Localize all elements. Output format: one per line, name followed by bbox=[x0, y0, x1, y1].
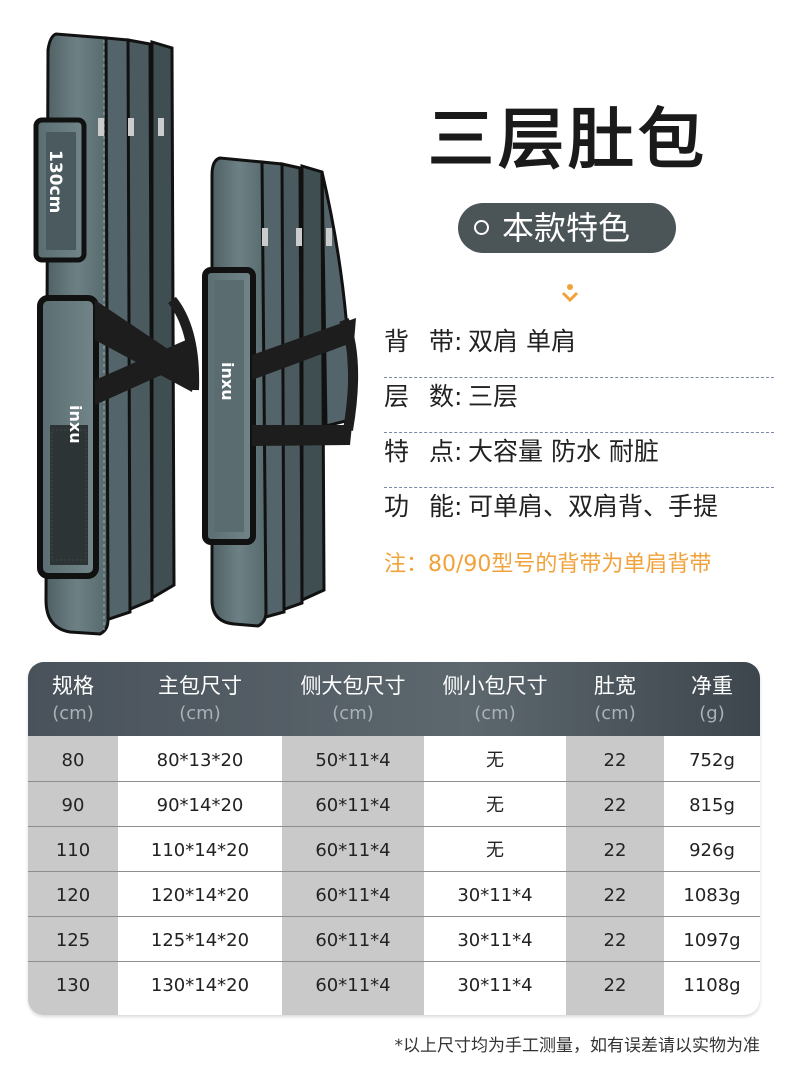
feature-key: 功能 bbox=[384, 492, 454, 521]
size-tag-130cm: 130cm bbox=[45, 150, 65, 213]
table-cell: 60*11*4 bbox=[315, 795, 391, 816]
strap-note: 注：80/90型号的背带为单肩背带 bbox=[384, 552, 712, 577]
table-header-cell: 侧大包尺寸 (cm) bbox=[282, 672, 424, 728]
table-cell: 120*14*20 bbox=[150, 885, 250, 906]
table-cell: 120 bbox=[55, 885, 91, 906]
feature-key: 特点 bbox=[384, 437, 454, 466]
table-cell: 60*11*4 bbox=[315, 975, 391, 996]
table-cell: 60*11*4 bbox=[315, 840, 391, 861]
feature-key: 层数 bbox=[384, 382, 454, 411]
table-cell: 22 bbox=[603, 795, 627, 816]
header-label: 肚宽 bbox=[594, 674, 636, 698]
table-cell: 30*11*4 bbox=[457, 930, 533, 951]
footnote: *以上尺寸均为手工测量，如有误差请以实物为准 bbox=[394, 1036, 761, 1056]
table-cell: 无 bbox=[486, 795, 504, 816]
row-divider bbox=[28, 826, 760, 827]
table-header bbox=[28, 662, 760, 736]
table-cell: 125*14*20 bbox=[150, 930, 250, 951]
table-cell: 752g bbox=[689, 750, 735, 771]
row-divider bbox=[28, 961, 760, 962]
table-cell: 无 bbox=[486, 840, 504, 861]
table-cell: 22 bbox=[603, 840, 627, 861]
row-divider bbox=[28, 871, 760, 872]
table-cell: 30*11*4 bbox=[457, 885, 533, 906]
table-cell: 90 bbox=[61, 795, 85, 816]
header-label: 侧小包尺寸 bbox=[442, 674, 548, 698]
header-unit: (cm) bbox=[332, 703, 374, 724]
row-divider bbox=[28, 781, 760, 782]
table-cell: 22 bbox=[603, 975, 627, 996]
header-unit: (cm) bbox=[474, 703, 516, 724]
table-cell: 50*11*4 bbox=[315, 750, 391, 771]
table-cell: 60*11*4 bbox=[315, 885, 391, 906]
table-cell: 30*11*4 bbox=[457, 975, 533, 996]
spec-table: 规格 (cm) 主包尺寸 (cm) 侧大包尺寸 (cm) 侧小包尺寸 (cm) 肚宽 (cm) 净重… bbox=[28, 662, 760, 1015]
header-unit: (g) bbox=[699, 703, 725, 724]
bag-short: inxu bbox=[202, 156, 359, 628]
table-cell: 80 bbox=[61, 750, 85, 771]
table-cell: 926g bbox=[689, 840, 735, 861]
circle-icon bbox=[474, 220, 489, 235]
feature-value: 可单肩、双肩背、手提 bbox=[468, 492, 719, 521]
feature-key: 背带 bbox=[384, 327, 454, 356]
table-cell: 80*13*20 bbox=[156, 750, 244, 771]
header-unit: (cm) bbox=[179, 703, 221, 724]
header-label: 侧大包尺寸 bbox=[300, 674, 406, 698]
table-header-cell: 净重 (g) bbox=[664, 672, 760, 728]
feature-colon: : bbox=[454, 492, 463, 521]
table-cell: 130 bbox=[55, 975, 91, 996]
header-unit: (cm) bbox=[52, 703, 94, 724]
header-label: 净重 bbox=[691, 674, 733, 698]
table-cell: 60*11*4 bbox=[315, 930, 391, 951]
table-cell: 90*14*20 bbox=[156, 795, 244, 816]
header-label: 主包尺寸 bbox=[158, 674, 242, 698]
table-cell: 1108g bbox=[683, 975, 741, 996]
page-title: 三层肚包 bbox=[428, 101, 708, 178]
table-cell: 1083g bbox=[683, 885, 741, 906]
table-header-cell: 规格 (cm) bbox=[28, 672, 118, 728]
table-header-cell: 侧小包尺寸 (cm) bbox=[424, 672, 566, 728]
feature-value: 三层 bbox=[468, 382, 519, 411]
table-header-cell: 主包尺寸 (cm) bbox=[118, 672, 282, 728]
features-badge-label: 本款特色 bbox=[502, 209, 631, 247]
chevron-down-icon bbox=[561, 284, 579, 303]
feature-colon: : bbox=[454, 437, 463, 466]
feature-row-strap: 背带:双肩 单肩 bbox=[384, 322, 774, 378]
feature-value: 双肩 单肩 bbox=[468, 327, 576, 356]
feature-row-function: 功能:可单肩、双肩背、手提 bbox=[384, 487, 774, 542]
feature-colon: : bbox=[454, 382, 463, 411]
feature-colon: : bbox=[454, 327, 463, 356]
feature-row-layers: 层数:三层 bbox=[384, 377, 774, 433]
row-divider bbox=[28, 916, 760, 917]
features-badge: 本款特色 bbox=[458, 203, 676, 253]
feature-value: 大容量 防水 耐脏 bbox=[468, 437, 659, 466]
table-cell: 130*14*20 bbox=[150, 975, 250, 996]
table-cell: 125 bbox=[55, 930, 91, 951]
table-cell: 22 bbox=[603, 930, 627, 951]
table-header-cell: 肚宽 (cm) bbox=[566, 672, 664, 728]
header-label: 规格 bbox=[52, 674, 94, 698]
table-cell: 无 bbox=[486, 750, 504, 771]
header-unit: (cm) bbox=[594, 703, 636, 724]
table-cell: 110*14*20 bbox=[150, 840, 250, 861]
bag-130cm: 130cm inxu bbox=[33, 32, 200, 636]
feature-row-highlights: 特点:大容量 防水 耐脏 bbox=[384, 432, 774, 488]
product-image: 130cm inxu inxu bbox=[33, 32, 359, 636]
table-cell: 1097g bbox=[683, 930, 741, 951]
table-cell: 22 bbox=[603, 885, 627, 906]
table-cell: 815g bbox=[689, 795, 735, 816]
brand-logo-tall: inxu bbox=[66, 405, 85, 444]
table-cell: 22 bbox=[603, 750, 627, 771]
brand-logo-short: inxu bbox=[218, 362, 237, 401]
table-cell: 110 bbox=[55, 840, 91, 861]
